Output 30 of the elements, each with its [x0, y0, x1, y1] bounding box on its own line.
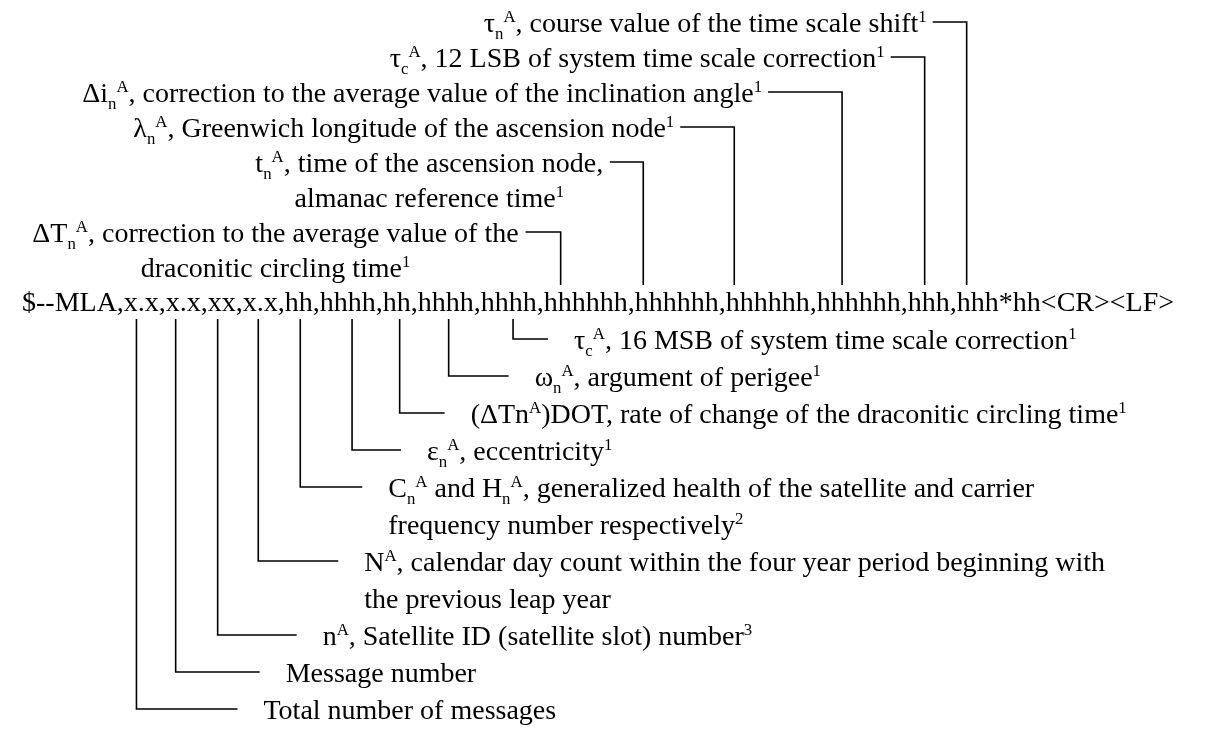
- leader-line: [135, 318, 239, 710]
- leader-line: [524, 231, 562, 286]
- field-description: ω$_{n}$$^{A}$, argument of perigee$^{1}$: [508, 357, 821, 395]
- leader-line: [679, 126, 736, 286]
- leader-line: [609, 161, 645, 286]
- leader-line: [512, 318, 549, 340]
- leader-line: [174, 318, 261, 673]
- field-description: Message number: [259, 653, 477, 691]
- leader-line: [398, 318, 446, 414]
- leader-line: [447, 318, 510, 377]
- field-description: C$_{n}$$^{A}$ and H$_{n}$$^{A}$, generalized health of the satellite and carrier frequency number respectively$^{2}$: [362, 468, 1109, 543]
- field-description: τ$_{n}$$^{A}$, course value of the time scale shift$^{1}$: [483, 4, 933, 40]
- field-description: ε$_{n}$$^{A}$, eccentricity$^{1}$: [401, 431, 613, 469]
- leader-line: [767, 91, 843, 286]
- field-description: ΔT$_{n}$$^{A}$, correction to the average value of the draconitic circling time$^{1}$: [31, 214, 526, 285]
- field-description: λ$_{n}$$^{A}$, Greenwich longitude of the ascension node$^{1}$: [133, 109, 681, 145]
- field-description: Δi$_{n}$$^{A}$, correction to the average value of the inclination angle$^{1}$: [82, 74, 769, 110]
- sentence-format-string: $--MLA,x.x,x.x,xx,x.x,hh,hhhh,hh,hhhh,hhhh,hhhhhh,hhhhhh,hhhhhh,hhhhhh,hhh,hhh*hh<CR><LF>: [22, 285, 1175, 319]
- leader-line: [299, 318, 364, 488]
- leader-line: [257, 318, 340, 562]
- field-description: τ$_{c}$$^{A}$, 16 MSB of system time scale correction$^{1}$: [548, 320, 1077, 358]
- leader-line: [351, 318, 402, 451]
- field-description: Total number of messages: [237, 690, 557, 728]
- leader-line: [931, 21, 968, 286]
- leader-line: [889, 56, 926, 286]
- field-description: (ΔTn$^{A}$)DOT, rate of change of the draconitic circling time$^{1}$: [444, 394, 1127, 432]
- field-description: n$^{A}$, Satellite ID (satellite slot) number$^{3}$: [296, 616, 753, 654]
- field-description: t$_{n}$$^{A}$, time of the ascension node, almanac reference time$^{1}$: [254, 144, 610, 215]
- field-description: τ$_{c}$$^{A}$, 12 LSB of system time scale correction$^{1}$: [389, 39, 891, 75]
- leader-line: [216, 318, 298, 636]
